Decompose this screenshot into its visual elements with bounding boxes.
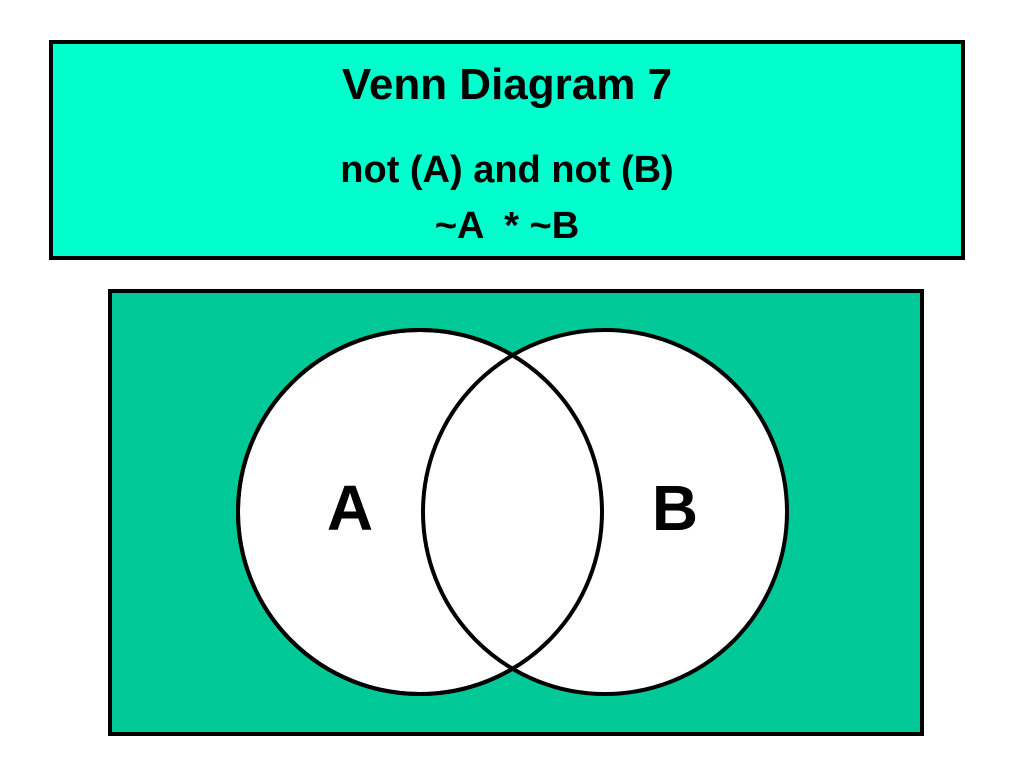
set-b-label: B	[652, 472, 698, 544]
expression-words: not (A) and not (B)	[340, 149, 674, 191]
set-b-circle	[421, 328, 789, 696]
expression-symbols: ~A * ~B	[434, 205, 580, 247]
page-title: Venn Diagram 7	[341, 60, 673, 109]
set-a-outline	[236, 328, 604, 696]
title-panel: Venn Diagram 7 not (A) and not (B) ~A * …	[49, 40, 965, 260]
set-a-label: A	[327, 472, 373, 544]
